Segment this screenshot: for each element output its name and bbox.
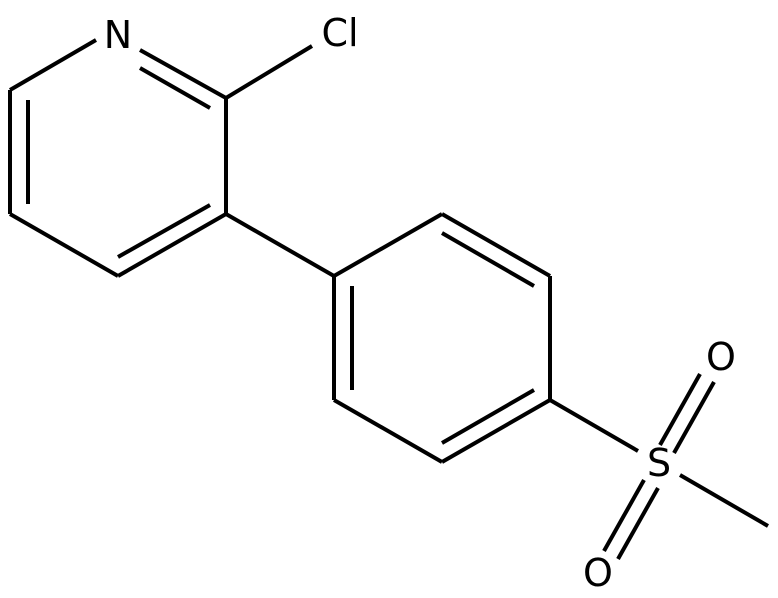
bond-s-methyl (678, 473, 770, 528)
bond-b2-b3-inner (441, 231, 535, 288)
bond-biaryl (225, 212, 335, 278)
bond-n-c2 (139, 48, 227, 100)
bond-c-s (548, 398, 640, 453)
nitrogen-atom-label: N (104, 13, 132, 57)
bond-s-o-bottom-a (602, 479, 646, 552)
bond-c6-n (8, 38, 98, 92)
bond-s-o-top-a (658, 373, 702, 446)
bond-b2-b3 (441, 212, 551, 278)
bond-c4-c5 (9, 212, 119, 278)
bond-b4-b5-inner (441, 388, 535, 445)
pyridine-ring (8, 38, 228, 278)
chlorine-atom-label: Cl (321, 11, 358, 55)
bond-c2-cl (224, 44, 314, 100)
benzene-ring (332, 212, 552, 464)
oxygen-top-atom-label: O (706, 335, 736, 379)
bond-c3-c4 (117, 212, 227, 278)
bond-s-o-top-b (672, 381, 716, 454)
oxygen-bottom-atom-label: O (583, 551, 613, 595)
bond-b4-b5 (441, 398, 551, 464)
bond-s-o-bottom-b (616, 487, 660, 560)
bond-b5-b6 (333, 398, 443, 464)
bond-c3-c4-inner (117, 203, 211, 259)
sulfur-atom-label: S (647, 441, 671, 485)
bond-n-c2-inner (139, 66, 211, 110)
bond-b1-b2 (333, 212, 443, 278)
